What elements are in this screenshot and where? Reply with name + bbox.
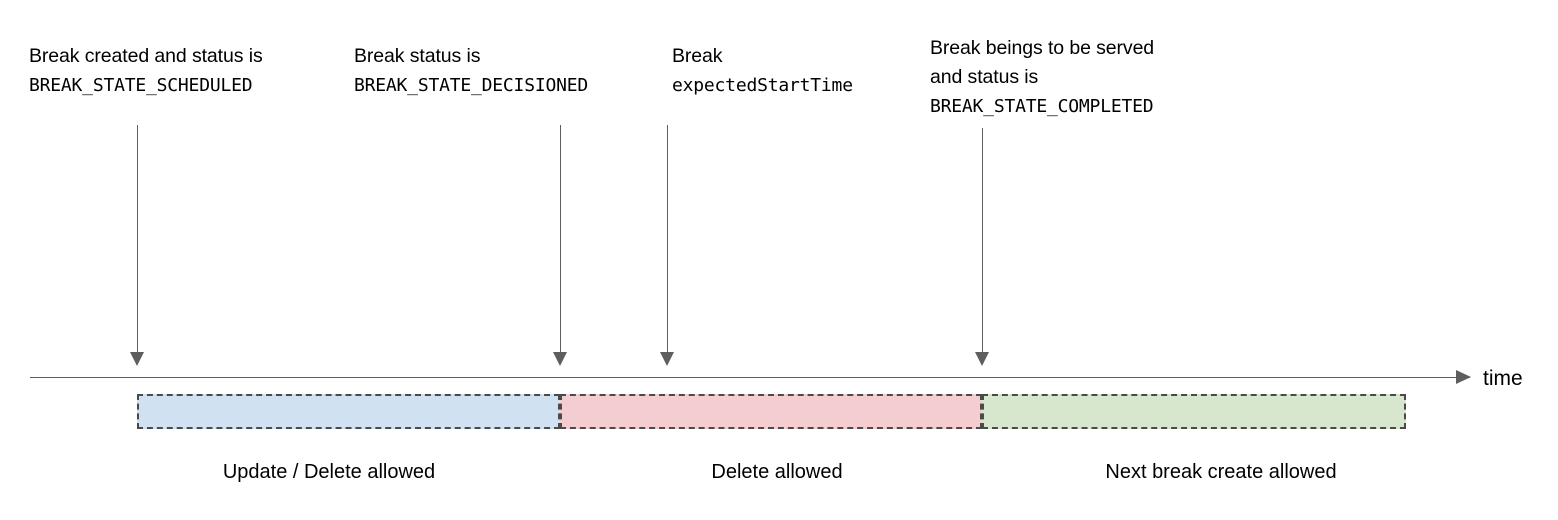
phase-bar-delete-only (560, 394, 982, 429)
marker-arrow-completed-head (975, 352, 989, 366)
annotation-expected-start-time: Break expectedStartTime (672, 42, 853, 100)
annotation-completed: Break beings to be served and status is … (930, 34, 1154, 121)
phase-caption-delete-only: Delete allowed (711, 461, 843, 483)
annotation-expected-start-time-line1: Break (672, 45, 723, 67)
marker-arrow-expected-start-time-line (667, 125, 668, 353)
time-axis-line (30, 377, 1470, 378)
annotation-decisioned-line1: Break status is (354, 45, 481, 67)
marker-arrow-scheduled-head (130, 352, 144, 366)
annotation-decisioned: Break status is BREAK_STATE_DECISIONED (354, 42, 588, 100)
marker-arrow-decisioned-head (553, 352, 567, 366)
marker-arrow-scheduled-line (137, 125, 138, 353)
marker-arrow-decisioned-line (560, 125, 561, 353)
annotation-completed-line2: and status is (930, 66, 1039, 88)
annotation-completed-line1: Break beings to be served (930, 37, 1155, 59)
annotation-scheduled: Break created and status is BREAK_STATE_… (29, 42, 263, 100)
annotation-decisioned-line2: BREAK_STATE_DECISIONED (354, 75, 589, 96)
time-axis-arrowhead (1456, 370, 1471, 384)
phase-caption-next-break-create: Next break create allowed (1105, 461, 1337, 483)
time-axis-label: time (1483, 367, 1523, 390)
annotation-completed-line3: BREAK_STATE_COMPLETED (930, 96, 1154, 117)
marker-arrow-completed-line (982, 128, 983, 353)
phase-bar-next-break-create (982, 394, 1406, 429)
annotation-scheduled-line2: BREAK_STATE_SCHEDULED (29, 75, 253, 96)
annotation-expected-start-time-line2: expectedStartTime (672, 75, 853, 96)
phase-bar-update-delete (137, 394, 560, 429)
annotation-scheduled-line1: Break created and status is (29, 45, 263, 67)
phase-caption-update-delete: Update / Delete allowed (222, 461, 436, 483)
marker-arrow-expected-start-time-head (660, 352, 674, 366)
